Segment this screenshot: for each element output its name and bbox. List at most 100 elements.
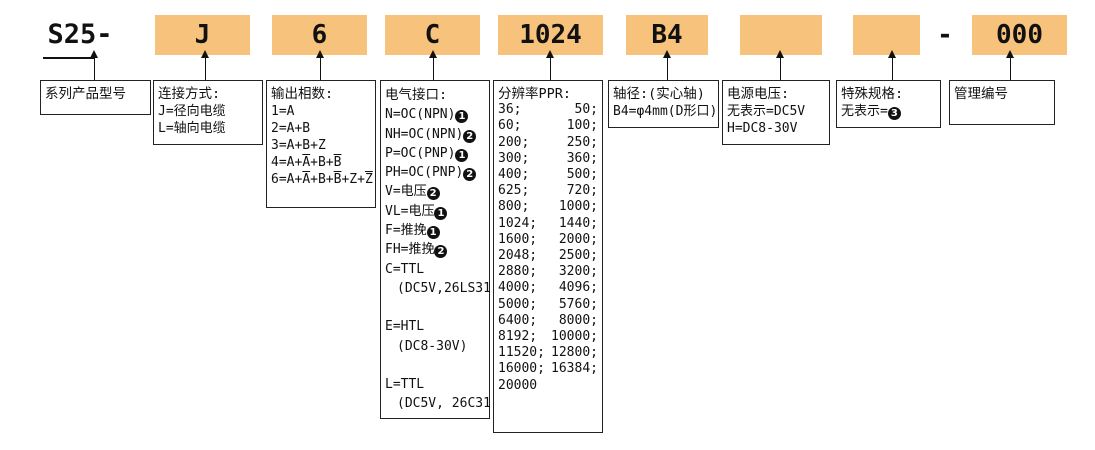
resolution-value: 16000;	[498, 361, 545, 377]
shaft-box: 轴径:(实心轴) B4=φ4mm(D形口)	[608, 80, 719, 128]
header-dash: -	[937, 20, 953, 50]
series-box: 系列产品型号	[40, 80, 151, 115]
connector-line	[205, 53, 206, 81]
resolution-row: 625; 720;	[498, 183, 598, 199]
prefix-underline	[43, 57, 95, 59]
power-default: 无表示=DC5V	[727, 104, 806, 119]
resolution-value: 1600;	[498, 231, 538, 247]
note-3-icon: 3	[887, 107, 901, 120]
model-prefix: S25-	[47, 19, 113, 50]
connector-line	[550, 53, 551, 81]
resolution-row: 20000	[498, 378, 598, 394]
phases-line: 2=A+B	[271, 121, 311, 136]
shaft-line: B4=φ4mm(D形口)	[613, 104, 718, 119]
resolution-value: 1000;	[558, 199, 598, 215]
resolution-value: 36;	[498, 102, 522, 118]
resolution-value: 360;	[566, 150, 598, 166]
resolution-value: 720;	[566, 183, 598, 199]
resolution-value: 4096;	[558, 280, 598, 296]
shaft-title: 轴径:(实心轴)	[613, 86, 705, 102]
note-2-icon: 2	[426, 187, 440, 201]
resolution-row: 16000;16384;	[498, 361, 598, 377]
note-2-icon: 2	[463, 168, 477, 182]
resolution-row: 300; 360;	[498, 151, 598, 167]
resolution-value: 2000;	[558, 231, 598, 247]
segment-power	[740, 15, 822, 55]
resolution-row: 2880; 3200;	[498, 264, 598, 280]
mgmt-title: 管理编号	[954, 86, 1008, 102]
segment-electrical: C	[385, 15, 480, 55]
resolution-value: 250;	[566, 134, 598, 150]
resolution-value: 8192;	[498, 329, 538, 345]
segment-special	[853, 15, 920, 55]
connection-title: 连接方式:	[158, 86, 221, 102]
resolution-value: 500;	[566, 167, 598, 183]
resolution-value: 12800;	[551, 345, 598, 361]
connection-radial: J=径向电缆	[158, 104, 226, 119]
resolution-row: 800;1000;	[498, 199, 598, 215]
connector-line	[1010, 53, 1011, 81]
resolution-value: 400;	[498, 167, 530, 183]
mgmt-box: 管理编号	[949, 80, 1055, 125]
resolution-value: 6400;	[498, 312, 538, 328]
resolution-title: 分辨率PPR:	[498, 86, 572, 102]
resolution-value: 1440;	[558, 215, 598, 231]
segment-phases: 6	[272, 15, 367, 55]
resolution-value: 625;	[498, 183, 530, 199]
resolution-row: 2048;2500;	[498, 248, 598, 264]
electrical-c-ttl: C=TTL	[385, 261, 425, 277]
resolution-value: 100;	[566, 118, 598, 134]
electrical-item: NH=OC(NPN)2	[385, 125, 485, 144]
segment-shaft: B4	[626, 15, 708, 55]
resolution-value: 8000;	[558, 312, 598, 328]
segment-mgmt: 000	[972, 15, 1067, 55]
resolution-row: 36; 50;	[498, 102, 598, 118]
note-1-icon: 1	[426, 226, 440, 240]
special-box: 特殊规格: 无表示=3	[836, 80, 941, 128]
series-title: 系列产品型号	[45, 86, 126, 102]
electrical-item: PH=OC(PNP)2	[385, 163, 485, 182]
connector-line	[780, 53, 781, 81]
electrical-c-ttl-sub: (DC5V,26LS31)	[397, 280, 499, 296]
resolution-value: 2880;	[498, 264, 538, 280]
electrical-item: N=OC(NPN)1	[385, 105, 485, 124]
segment-resolution: 1024	[498, 15, 603, 55]
connection-axial: L=轴向电缆	[158, 121, 226, 136]
resolution-value: 5000;	[498, 296, 538, 312]
power-box: 电源电压: 无表示=DC5V H=DC8-30V	[722, 80, 830, 145]
resolution-value: 3200;	[558, 264, 598, 280]
power-high: H=DC8-30V	[727, 121, 798, 136]
resolution-value: 5760;	[558, 296, 598, 312]
resolution-rows: 36;50;60;100;200;250;300;360;400;500;625…	[498, 102, 598, 394]
resolution-value: 300;	[498, 150, 530, 166]
electrical-item: P=OC(PNP)1	[385, 144, 485, 163]
note-2-icon: 2	[463, 129, 477, 143]
resolution-value: 20000	[498, 377, 538, 393]
resolution-row: 11520; 12800;	[498, 345, 598, 361]
segment-connection: J	[155, 15, 250, 55]
phases-line: 6=A+A+B+B+Z+Z	[271, 172, 373, 187]
electrical-l-ttl-sub: (DC5V, 26C31)	[397, 396, 499, 412]
resolution-row: 4000;4096;	[498, 280, 598, 296]
resolution-value: 1024;	[498, 215, 538, 231]
resolution-value: 11520;	[498, 345, 545, 361]
resolution-value: 200;	[498, 134, 530, 150]
resolution-value: 50;	[574, 102, 598, 118]
connector-line	[94, 53, 95, 81]
electrical-title: 电气接口:	[385, 87, 448, 103]
resolution-row: 5000; 5760;	[498, 297, 598, 313]
special-line: 无表示=3	[841, 103, 936, 120]
resolution-row: 1024; 1440;	[498, 216, 598, 232]
resolution-row: 60; 100;	[498, 118, 598, 134]
electrical-l-ttl: L=TTL	[385, 376, 425, 392]
phases-line: 3=A+B+Z	[271, 138, 326, 153]
resolution-row: 200; 250;	[498, 135, 598, 151]
resolution-value: 60;	[498, 118, 522, 134]
note-1-icon: 1	[455, 110, 469, 124]
